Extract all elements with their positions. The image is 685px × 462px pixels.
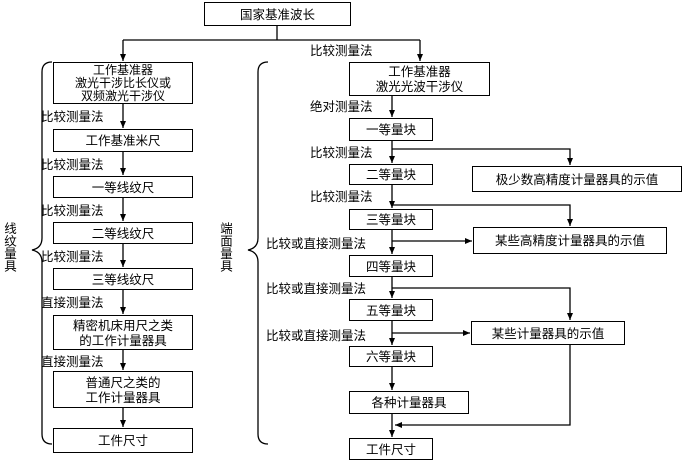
side-box-instruments-label: 某些计量器具的示值 bbox=[491, 325, 605, 341]
fifth-grade-gauge-block-box: 五等量块 bbox=[349, 299, 433, 321]
national-wavelength-standard-box: 国家基准波长 bbox=[204, 2, 351, 26]
right-working-standard-label: 工作基准器 激光光波干涉仪 bbox=[375, 64, 464, 94]
sixth-grade-gauge-block-label: 六等量块 bbox=[365, 349, 416, 364]
fourth-grade-gauge-block-box: 四等量块 bbox=[349, 255, 433, 277]
second-grade-gauge-block-label: 二等量块 bbox=[365, 167, 416, 182]
precision-machine-scale-label: 精密机床用尺之类 的工作计量器具 bbox=[72, 317, 173, 348]
second-grade-line-scale-box: 二等线纹尺 bbox=[53, 222, 193, 244]
various-instruments-box: 各种计量器具 bbox=[349, 391, 469, 414]
side-box-highest-precision: 极少数高精度计量器具的示值 bbox=[472, 166, 682, 192]
left-brace bbox=[31, 61, 53, 445]
first-grade-gauge-block-label: 一等量块 bbox=[365, 122, 416, 137]
working-standard-meter-box: 工作基准米尺 bbox=[53, 129, 193, 152]
right-method-4: 比较或直接测量法 bbox=[266, 236, 367, 251]
right-method-1: 绝对测量法 bbox=[310, 99, 373, 114]
branch-to-side-2 bbox=[392, 204, 573, 226]
first-grade-line-scale-box: 一等线纹尺 bbox=[53, 176, 193, 198]
left-method-5: 直接测量法 bbox=[41, 295, 104, 310]
right-brace bbox=[247, 61, 269, 445]
left-working-standard-box: 工作基准器 激光干涉比长仪或 双频激光干涉仪 bbox=[53, 62, 193, 104]
gauge-block-group-label: 端面量具 bbox=[218, 222, 233, 272]
side-box-high-precision: 某些高精度计量器具的示值 bbox=[473, 227, 667, 254]
side-3-to-workpiece bbox=[395, 345, 571, 428]
ordinary-scale-box: 普通尺之类的 工作计量器具 bbox=[53, 371, 193, 408]
first-grade-gauge-block-box: 一等量块 bbox=[349, 118, 433, 141]
right-method-5: 比较或直接测量法 bbox=[266, 281, 367, 296]
right-workpiece-size-box: 工件尺寸 bbox=[349, 438, 433, 460]
first-grade-line-scale-label: 一等线纹尺 bbox=[91, 179, 155, 195]
third-grade-gauge-block-box: 三等量块 bbox=[349, 209, 433, 230]
right-method-6: 比较或直接测量法 bbox=[266, 328, 367, 343]
sixth-grade-gauge-block-box: 六等量块 bbox=[349, 346, 433, 367]
right-method-3: 比较测量法 bbox=[310, 189, 373, 204]
branch-to-side-1 bbox=[392, 148, 573, 165]
ordinary-scale-label: 普通尺之类的 工作计量器具 bbox=[85, 374, 161, 405]
second-grade-gauge-block-box: 二等量块 bbox=[349, 164, 433, 185]
right-top-method: 比较测量法 bbox=[310, 43, 373, 58]
line-scale-group-label: 线纹量具 bbox=[2, 222, 17, 272]
second-grade-line-scale-label: 二等线纹尺 bbox=[91, 225, 155, 241]
working-standard-meter-label: 工作基准米尺 bbox=[85, 133, 161, 148]
third-grade-line-scale-box: 三等线纹尺 bbox=[53, 268, 193, 290]
left-workpiece-size-label: 工件尺寸 bbox=[97, 433, 148, 448]
right-workpiece-size-label: 工件尺寸 bbox=[365, 441, 416, 457]
national-wavelength-standard-label: 国家基准波长 bbox=[239, 6, 315, 22]
left-workpiece-size-box: 工件尺寸 bbox=[53, 428, 193, 453]
side-box-instruments: 某些计量器具的示值 bbox=[471, 321, 625, 345]
right-working-standard-box: 工作基准器 激光光波干涉仪 bbox=[349, 62, 490, 96]
left-working-standard-label: 工作基准器 激光干涉比长仪或 双频激光干涉仪 bbox=[74, 62, 171, 103]
third-grade-gauge-block-label: 三等量块 bbox=[365, 212, 416, 227]
left-method-6: 直接测量法 bbox=[41, 354, 104, 369]
side-box-high-precision-label: 某些高精度计量器具的示值 bbox=[494, 233, 645, 248]
fifth-grade-gauge-block-label: 五等量块 bbox=[365, 302, 416, 318]
left-method-1: 比较测量法 bbox=[41, 109, 104, 124]
right-method-2: 比较测量法 bbox=[310, 145, 373, 160]
left-method-2: 比较测量法 bbox=[41, 157, 104, 172]
third-grade-line-scale-label: 三等线纹尺 bbox=[91, 271, 155, 287]
precision-machine-scale-box: 精密机床用尺之类 的工作计量器具 bbox=[53, 315, 193, 350]
side-box-highest-precision-label: 极少数高精度计量器具的示值 bbox=[495, 171, 659, 187]
left-method-3: 比较测量法 bbox=[41, 203, 104, 218]
left-method-4: 比较测量法 bbox=[41, 249, 104, 264]
branch-to-side-3 bbox=[392, 287, 573, 320]
various-instruments-label: 各种计量器具 bbox=[371, 395, 447, 410]
fourth-grade-gauge-block-label: 四等量块 bbox=[365, 258, 416, 274]
